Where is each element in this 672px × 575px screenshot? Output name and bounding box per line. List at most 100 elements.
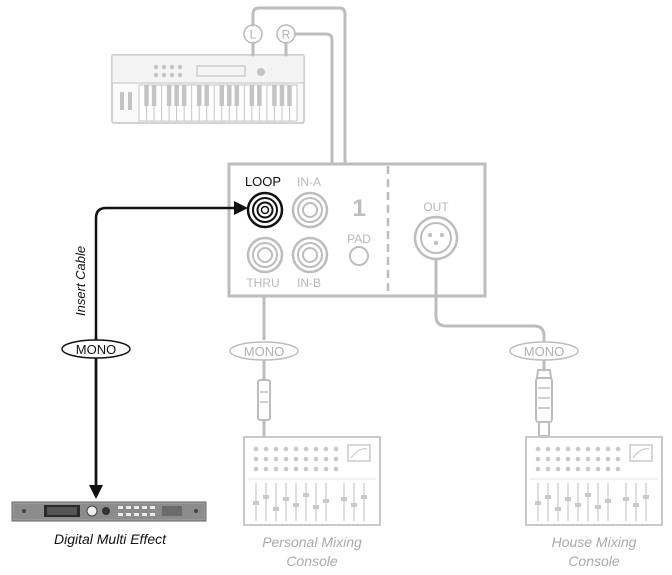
keyboard-black-key xyxy=(249,85,255,106)
console-meter xyxy=(629,444,653,462)
console-knob xyxy=(313,456,319,462)
console-knob xyxy=(595,446,601,452)
keyboard-black-key xyxy=(287,85,292,106)
mono-tag-middle: MONO xyxy=(229,341,299,361)
keyboard-black-key xyxy=(174,85,179,106)
console-knob xyxy=(293,466,299,472)
console-knob xyxy=(565,446,571,452)
jack-right-label: R xyxy=(282,28,291,42)
console-fader-cap xyxy=(293,503,299,507)
jack-left-label: L xyxy=(250,28,257,42)
console-knob xyxy=(333,466,339,472)
console-fader-cap xyxy=(623,497,629,501)
console-knob xyxy=(575,446,581,452)
keyboard-black-key xyxy=(234,85,240,106)
console-knob xyxy=(615,466,621,472)
console-knob xyxy=(263,456,269,462)
keyboard-jack-left: L xyxy=(243,24,263,44)
keyboard-black-key xyxy=(227,85,232,106)
console-knob xyxy=(545,446,551,452)
console-fader-cap xyxy=(313,505,319,509)
console-knob xyxy=(273,466,279,472)
console-fader-cap xyxy=(643,495,649,499)
console-fader-cap xyxy=(323,499,329,503)
keyboard-black-key xyxy=(166,85,172,106)
console-fader-cap xyxy=(535,501,541,505)
console-fader-cap xyxy=(595,505,601,509)
in-b-jack-label: IN-B xyxy=(297,276,321,290)
console-knob xyxy=(605,466,611,472)
console-knob xyxy=(575,456,581,462)
console-knob xyxy=(585,456,591,462)
console-knob xyxy=(293,446,299,452)
keyboard-black-key xyxy=(144,85,149,106)
console-knob xyxy=(555,466,561,472)
console-fader-cap xyxy=(545,495,551,499)
xlr-plug-gray xyxy=(535,369,553,437)
keyboard-black-key xyxy=(151,85,157,106)
console-fader-cap xyxy=(605,499,611,503)
console-knob xyxy=(263,466,269,472)
keyboard-cables xyxy=(251,6,347,240)
console-knob xyxy=(293,456,299,462)
console-knob xyxy=(253,446,259,452)
console-fader-cap xyxy=(575,503,581,507)
house-console-caption-line1: House Mixing xyxy=(552,534,637,550)
console-knob xyxy=(595,466,601,472)
console-meter xyxy=(347,444,371,462)
house-mixing-console xyxy=(525,436,663,526)
xlr-out-jack xyxy=(413,215,459,261)
console-knob xyxy=(565,456,571,462)
loop-jack-label: LOOP xyxy=(245,174,281,189)
pad-label: PAD xyxy=(347,232,371,246)
keyboard-black-key xyxy=(219,85,225,106)
mono-tag-right-label: MONO xyxy=(524,344,564,359)
console-knob xyxy=(535,466,541,472)
keyboard-black-key xyxy=(272,85,277,106)
cable-right-to-in-a xyxy=(293,32,334,202)
console-fader-cap xyxy=(555,507,561,511)
console-knob xyxy=(585,446,591,452)
console-knob xyxy=(545,466,551,472)
console-knob xyxy=(313,466,319,472)
pad-button xyxy=(349,246,369,266)
keyboard-black-key xyxy=(257,85,262,106)
mono-tag-left-label: MONO xyxy=(76,342,116,357)
console-fader-cap xyxy=(361,495,367,499)
console-fader-cap xyxy=(341,497,347,501)
thru-jack xyxy=(246,236,284,274)
console-fader-cap xyxy=(351,503,357,507)
personal-mixing-console xyxy=(243,436,381,526)
console-knob xyxy=(595,456,601,462)
console-knob xyxy=(303,446,309,452)
console-knob xyxy=(323,466,329,472)
in-a-jack xyxy=(291,191,329,229)
personal-console-caption-line1: Personal Mixing xyxy=(262,534,362,550)
console-knob xyxy=(605,456,611,462)
loop-jack xyxy=(246,191,284,229)
jack-plug-gray xyxy=(257,379,271,438)
console-knob xyxy=(253,456,259,462)
console-fader-cap xyxy=(253,501,259,505)
console-knob xyxy=(535,446,541,452)
keyboard-black-key xyxy=(279,85,285,106)
console-fader-cap xyxy=(585,493,591,497)
console-knob xyxy=(565,466,571,472)
console-knob xyxy=(303,456,309,462)
console-knob xyxy=(323,456,329,462)
in-a-jack-label: IN-A xyxy=(297,175,321,189)
console-meter-needle xyxy=(350,448,368,459)
console-knob xyxy=(303,466,309,472)
console-fader-cap xyxy=(283,497,289,501)
insert-cable-label: Insert Cable xyxy=(73,246,88,316)
console-knob xyxy=(323,446,329,452)
mono-tag-left: MONO xyxy=(61,339,131,359)
mono-tag-middle-label: MONO xyxy=(244,344,284,359)
keyboard-synth xyxy=(111,54,305,124)
console-knob xyxy=(615,446,621,452)
keyboard-black-key xyxy=(204,85,209,106)
console-fader-cap xyxy=(263,495,269,499)
console-knob xyxy=(273,446,279,452)
mono-tag-right: MONO xyxy=(509,341,579,361)
